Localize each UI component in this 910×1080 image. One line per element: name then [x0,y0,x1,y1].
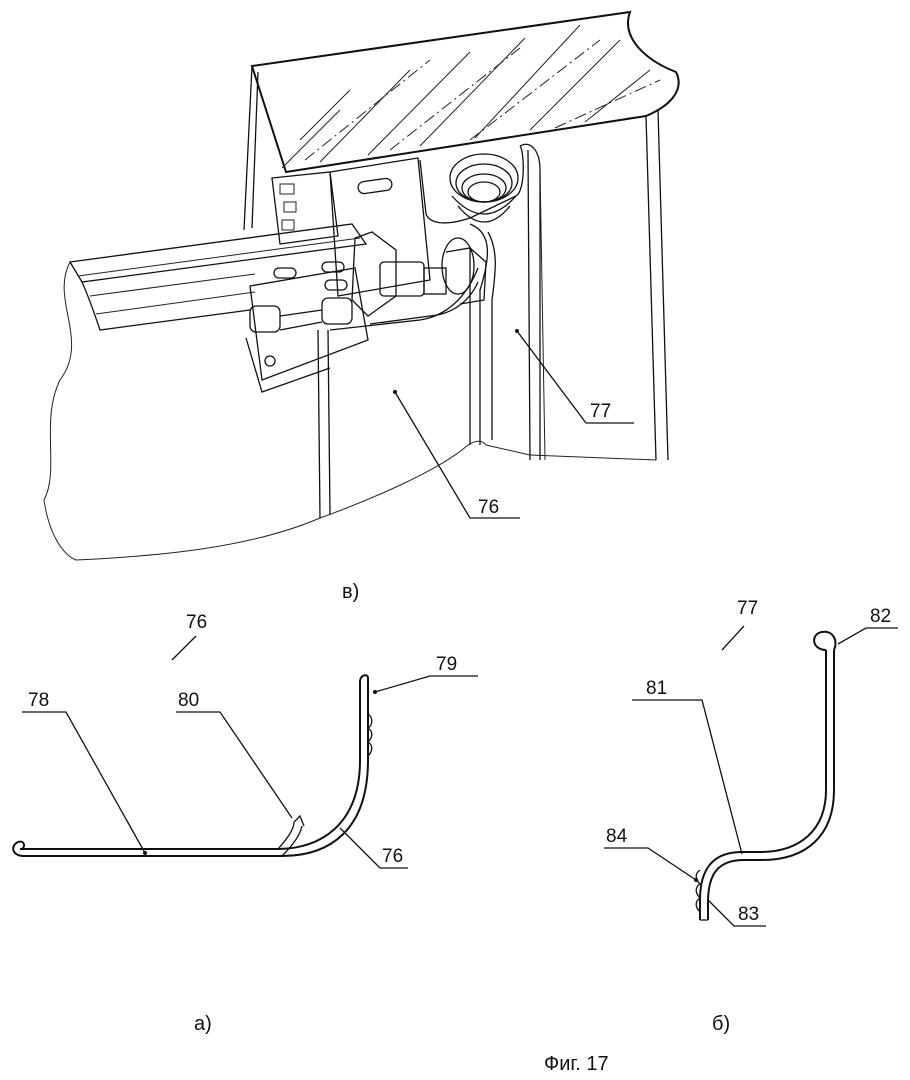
mounting-bracket [271,157,431,297]
callout-80: 80 [178,690,199,711]
break-line [43,261,531,561]
figure-caption: Фиг. 17 [544,1053,609,1075]
guide-rail [68,223,368,331]
callout-84: 84 [606,826,628,847]
callout-76-profile: 76 [382,846,403,867]
hinge-mechanism [351,231,487,325]
profile-77-shape [695,630,837,921]
callout-81: 81 [646,678,667,699]
profile-77-body [419,143,546,461]
callout-82: 82 [870,606,891,627]
profile-76-shape [12,674,373,857]
part-label-76: 76 [186,612,207,633]
spring-coil [449,153,519,223]
view-b-profile-77: 77 82 81 84 83 б) [604,598,898,1035]
hatched-ceiling-section [250,10,680,174]
sublabel-a: а) [194,1013,212,1035]
callout-77-assembly: 77 [590,401,611,422]
callout-78: 78 [28,690,49,711]
callout-79: 79 [436,654,457,675]
view-a-leaders [22,675,478,869]
sublabel-v: в) [342,581,359,603]
view-v-leaders [393,329,634,519]
callout-83: 83 [738,904,759,925]
view-a-profile-76: 76 78 80 79 76 а) [12,612,478,1035]
part-label-77: 77 [737,598,758,619]
sublabel-b: б) [712,1013,730,1035]
roller-bracket [245,261,369,393]
view-b-leaders [604,627,898,927]
view-v-assembly-drawing: 76 77 в) [43,10,680,603]
callout-76-assembly: 76 [478,497,499,518]
panel-76-body [317,248,479,519]
